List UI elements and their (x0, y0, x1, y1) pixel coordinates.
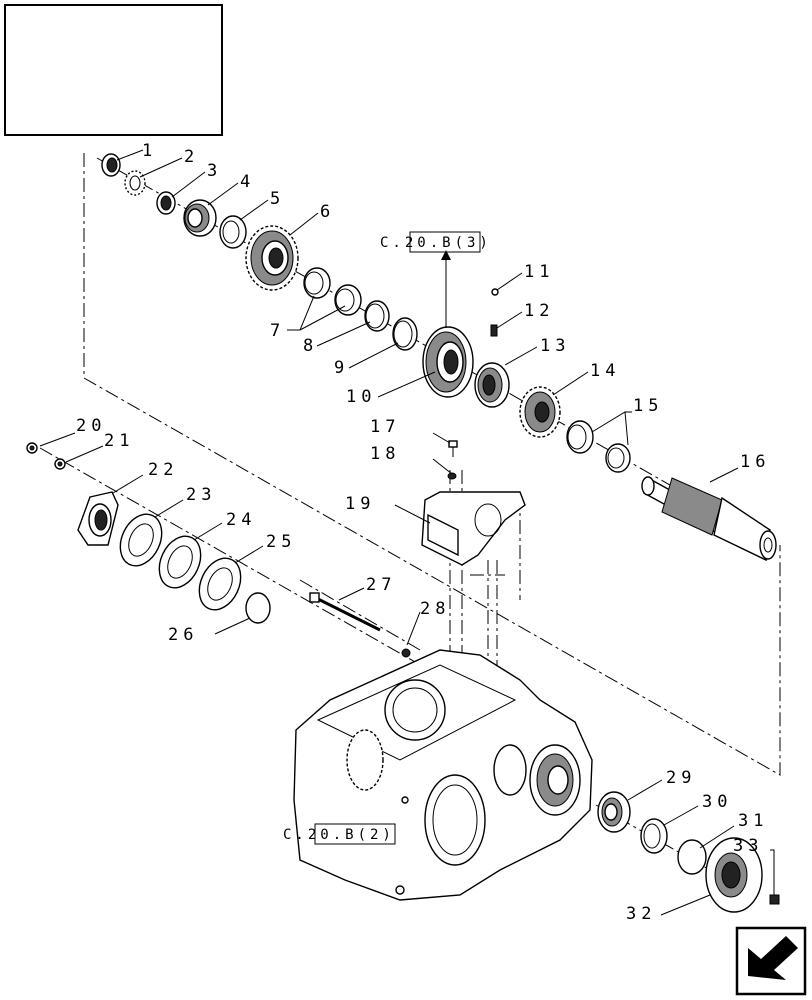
callout-32: 32 (626, 904, 656, 924)
part-22-cover (77, 491, 119, 546)
part-26-o-ring (245, 592, 271, 624)
part-5-spacer (219, 215, 247, 249)
gearbox-housing (293, 649, 593, 901)
callout-15: 15 (633, 396, 663, 416)
part-28-pin (401, 648, 411, 658)
part-20-bolt (26, 442, 38, 454)
callout-27: 27 (366, 575, 396, 595)
callout-2: 2 (184, 147, 199, 167)
callout-7: 7 (270, 321, 285, 341)
callout-1: 1 (142, 141, 157, 161)
callout-30: 30 (702, 792, 732, 812)
ref-top-label: C.20.B(3) (380, 235, 492, 251)
callout-26: 26 (168, 625, 198, 645)
part-31-o-ring (677, 839, 707, 875)
part-17-bolt (448, 440, 458, 457)
part-11-ball (491, 288, 499, 296)
part-21-washer (54, 458, 66, 470)
callout-19: 19 (345, 494, 375, 514)
callout-4: 4 (240, 172, 255, 192)
callout-18: 18 (370, 444, 400, 464)
ref-top[interactable]: C.20.B(3) (380, 231, 492, 253)
callout-29: 29 (666, 768, 696, 788)
part-8-sleeve (334, 284, 362, 316)
callout-8: 8 (303, 336, 318, 356)
callout-33: 33 (733, 836, 763, 856)
part-16-output-shaft (641, 476, 777, 562)
callout-22: 22 (148, 460, 178, 480)
ref-bottom[interactable]: C.20.B(2) (283, 823, 396, 845)
callout-24: 24 (226, 510, 256, 530)
part-2-tab-washer (124, 170, 146, 196)
callout-labels: 1 2 3 4 5 6 7 8 9 10 11 12 13 14 15 16 1… (76, 141, 770, 924)
part-19-bracket (421, 491, 526, 566)
part-29-seal (597, 791, 631, 833)
part-24-gasket (158, 535, 202, 589)
callout-25: 25 (266, 532, 296, 552)
callout-16: 16 (740, 452, 770, 472)
part-32-end-plate (705, 837, 763, 913)
part-14-gear (519, 386, 561, 438)
part-15-sleeves (566, 420, 631, 473)
callout-23: 23 (186, 485, 216, 505)
ref-top-arrow (441, 250, 451, 328)
callout-12: 12 (524, 301, 554, 321)
callout-17: 17 (370, 417, 400, 437)
next-page-arrow-icon (748, 936, 798, 980)
callout-21: 21 (104, 431, 134, 451)
part-27-long-bolt (309, 592, 381, 632)
callout-3: 3 (207, 161, 222, 181)
leader-lines (39, 149, 775, 916)
part-9b-ring (392, 317, 418, 351)
callout-28: 28 (420, 599, 450, 619)
part-3-washer (156, 191, 176, 215)
part-10-synchro-hub (422, 326, 474, 398)
part-4-bearing (183, 199, 217, 237)
part-25-gasket (198, 557, 242, 611)
callout-11: 11 (524, 262, 554, 282)
part-33-screw (769, 894, 780, 905)
part-30-ring (640, 818, 668, 854)
part-18-washer (447, 472, 457, 480)
callout-5: 5 (270, 189, 285, 209)
callout-31: 31 (738, 811, 768, 831)
part-12-spring (490, 324, 498, 337)
title-block-frame (4, 4, 223, 136)
callout-13: 13 (540, 336, 570, 356)
ref-bottom-label: C.20.B(2) (283, 827, 395, 843)
part-6-gear (245, 225, 299, 291)
callout-9: 9 (334, 358, 349, 378)
part-13-collar (474, 362, 510, 408)
callout-10: 10 (346, 387, 376, 407)
callout-20: 20 (76, 416, 106, 436)
callout-6: 6 (320, 202, 335, 222)
next-page-button[interactable] (735, 926, 807, 996)
part-9-ring (364, 300, 390, 332)
part-7-sleeve (303, 267, 331, 299)
part-1-circlip (101, 153, 121, 177)
callout-14: 14 (590, 361, 620, 381)
part-23-gasket (119, 513, 163, 567)
